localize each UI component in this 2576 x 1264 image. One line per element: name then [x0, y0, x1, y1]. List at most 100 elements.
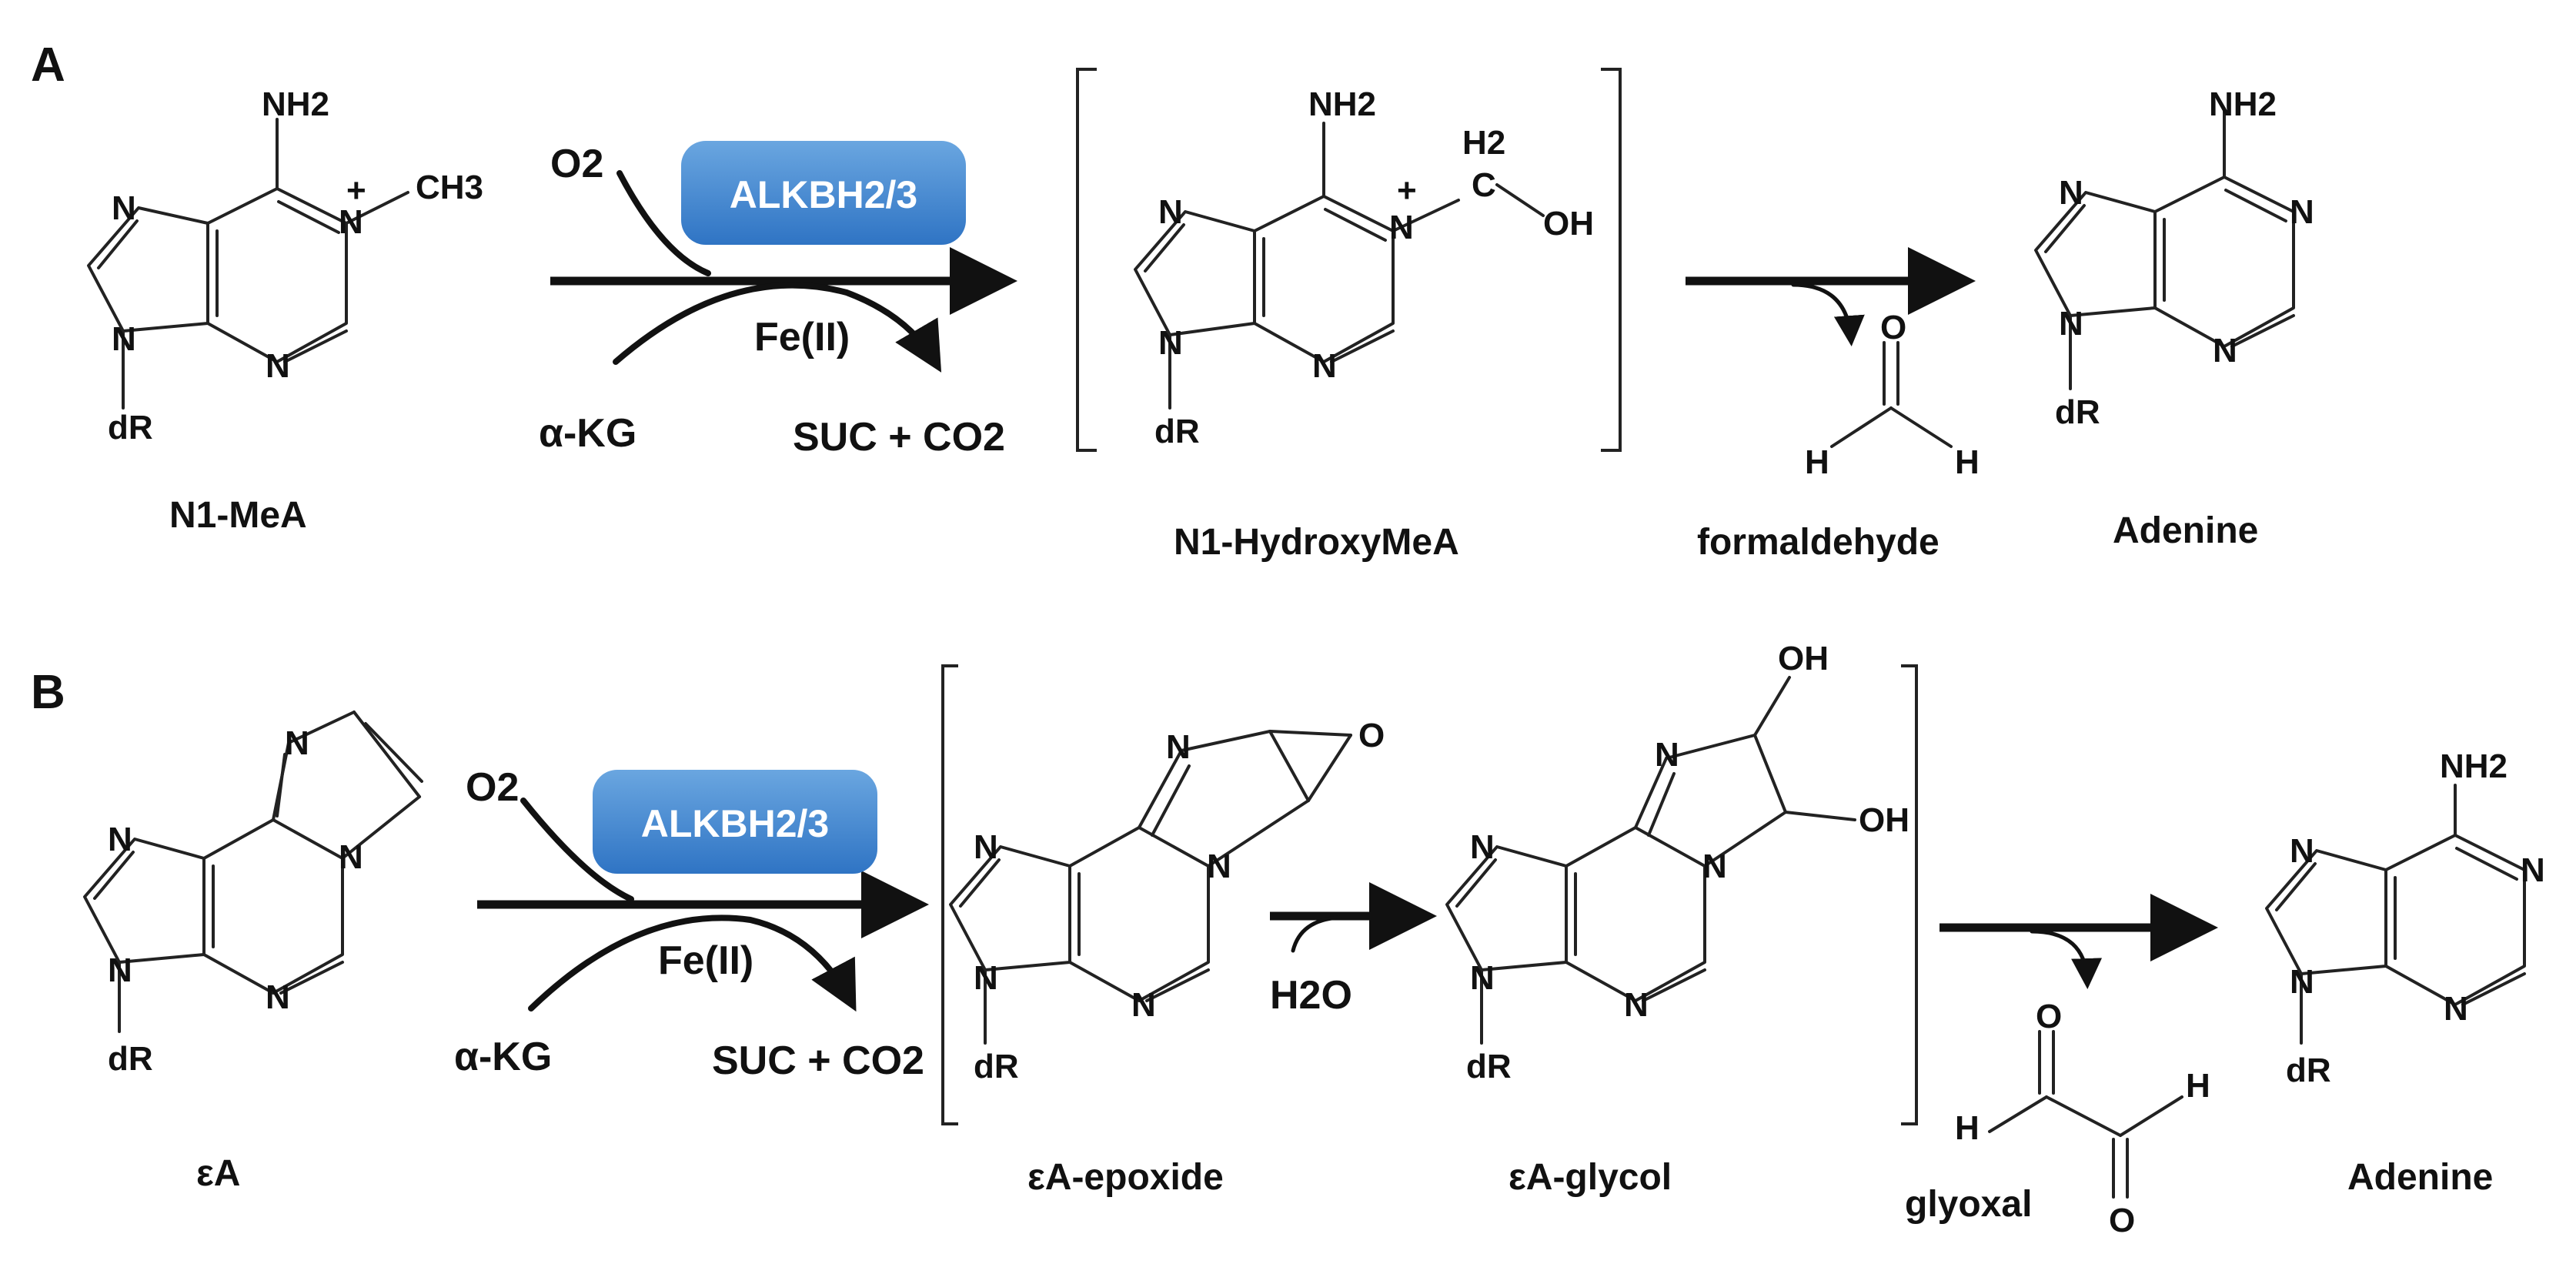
hydroxymea-n9: N — [1158, 324, 1183, 362]
bracket-left-b — [941, 664, 958, 1125]
formaldehyde-h-right: H — [1955, 443, 1980, 481]
formaldehyde-h-left: H — [1805, 443, 1829, 481]
glycol-n9: N — [1470, 959, 1495, 997]
ethenoadenine-n-bridge: N — [339, 838, 363, 876]
akg-label-b: α-KG — [454, 1035, 552, 1079]
panel-b-label: B — [31, 666, 65, 719]
glycol-n3: N — [1624, 986, 1649, 1024]
o2-label-b: O2 — [466, 765, 519, 810]
ethenoadenine-n3: N — [266, 978, 290, 1016]
formaldehyde-name: formaldehyde — [1697, 522, 1940, 563]
epoxide-dr: dR — [974, 1048, 1019, 1085]
formaldehyde-structure — [1830, 341, 1953, 448]
adenine-a-structure — [2034, 110, 2295, 390]
glycol-oh-right: OH — [1859, 801, 1909, 839]
enzyme-label-a: ALKBH2/3 — [730, 173, 917, 216]
adenine-b-n1: N — [2521, 851, 2545, 889]
hydroxymea-n7: N — [1158, 193, 1183, 231]
water-curve — [1291, 915, 1341, 953]
glycol-n-bridge: N — [1702, 848, 1727, 885]
n1-mea-n1: N — [339, 203, 363, 241]
hydroxymea-dr: dR — [1154, 413, 1200, 450]
n1-mea-amine: NH2 — [262, 85, 329, 123]
adenine-b-amine: NH2 — [2440, 747, 2508, 785]
glycol-oh-top: OH — [1778, 640, 1829, 677]
n1-hydroxymea-structure — [1134, 122, 1545, 410]
glyoxal-h-left: H — [1955, 1109, 1980, 1147]
glycol-n7: N — [1470, 828, 1495, 866]
hydroxymea-h2: H2 — [1462, 124, 1505, 162]
epoxide-n7: N — [974, 828, 998, 866]
adenine-b-n7: N — [2290, 832, 2314, 870]
epoxide-n9: N — [974, 959, 998, 997]
hydroxymea-amine: NH2 — [1308, 85, 1376, 123]
hydroxymea-oh: OH — [1543, 205, 1594, 242]
epoxide-n3: N — [1131, 986, 1156, 1024]
adenine-a-dr: dR — [2055, 393, 2100, 431]
bracket-left-a — [1076, 68, 1097, 452]
panel-a-label: A — [31, 38, 65, 92]
n1-mea-structure — [87, 118, 409, 410]
glyoxal-curve — [2030, 929, 2103, 989]
hydroxymea-carbon: C — [1472, 166, 1496, 204]
adenine-a-amine: NH2 — [2209, 85, 2277, 123]
water-label: H2O — [1270, 973, 1352, 1018]
n1-mea-n7: N — [112, 189, 136, 227]
glyoxal-name: glyoxal — [1905, 1184, 2032, 1225]
fe-label-a: Fe(II) — [754, 315, 850, 359]
hydroxymea-n3: N — [1312, 347, 1337, 385]
o2-curve-b — [520, 798, 634, 902]
n1-mea-name: N1-MeA — [169, 495, 307, 536]
adenine-a-n9: N — [2059, 305, 2083, 343]
ethenoadenine-n9: N — [108, 951, 132, 989]
glyoxal-o-top: O — [2036, 998, 2062, 1035]
ethenoadenine-n-top: N — [285, 724, 309, 762]
adenine-b-n9: N — [2290, 963, 2314, 1001]
epoxide-name: εA-epoxide — [1027, 1157, 1224, 1198]
formaldehyde-o: O — [1880, 309, 1906, 346]
ethenoadenine-dr: dR — [108, 1040, 153, 1078]
n1-mea-n9: N — [112, 320, 136, 358]
adenine-b-name: Adenine — [2347, 1157, 2493, 1198]
glycol-dr: dR — [1466, 1048, 1512, 1085]
fe-label-b: Fe(II) — [658, 938, 753, 983]
akg-curve-a — [613, 282, 942, 373]
glycol-name: εA-glycol — [1509, 1157, 1672, 1198]
bracket-right-b — [1901, 664, 1918, 1125]
hydroxymea-charge: + — [1397, 172, 1417, 209]
n1-mea-methyl: CH3 — [416, 169, 483, 206]
adenine-a-n3: N — [2213, 332, 2237, 370]
akg-curve-b — [528, 915, 857, 1012]
n1-mea-n3: N — [266, 347, 290, 385]
byproduct-label-a: SUC + CO2 — [793, 415, 1005, 460]
enzyme-pill-b — [593, 770, 877, 874]
ethenoadenine-n7: N — [108, 821, 132, 858]
epoxide-n-top: N — [1166, 728, 1191, 766]
ethenoadenine-name: εA — [196, 1153, 240, 1194]
adenine-a-n1: N — [2290, 193, 2314, 231]
bracket-right-a — [1601, 68, 1622, 452]
epoxide-o: O — [1358, 717, 1385, 754]
adenine-b-structure — [2265, 784, 2526, 1045]
adenine-b-dr: dR — [2286, 1052, 2331, 1089]
hydroxymea-name: N1-HydroxyMeA — [1174, 522, 1459, 563]
glyoxal-structure — [1988, 1030, 2183, 1199]
glycol-n-top: N — [1655, 736, 1679, 774]
byproduct-label-b: SUC + CO2 — [712, 1038, 924, 1083]
hydroxymea-n1: N — [1389, 209, 1414, 246]
adenine-b-n3: N — [2444, 990, 2468, 1028]
epoxide-structure — [949, 730, 1352, 1045]
formaldehyde-curve — [1791, 283, 1865, 346]
n1-mea-dr: dR — [108, 409, 153, 446]
n1-mea-charge: + — [346, 172, 366, 209]
adenine-a-name: Adenine — [2113, 510, 2258, 551]
enzyme-pill-a — [681, 141, 966, 245]
o2-label-a: O2 — [550, 142, 603, 186]
o2-curve-a — [616, 170, 711, 276]
adenine-a-n7: N — [2059, 174, 2083, 212]
epoxide-n-bridge: N — [1207, 848, 1231, 885]
glyoxal-h-right: H — [2186, 1067, 2210, 1105]
enzyme-label-b: ALKBH2/3 — [641, 802, 829, 845]
ethenoadenine-structure — [83, 711, 423, 1033]
